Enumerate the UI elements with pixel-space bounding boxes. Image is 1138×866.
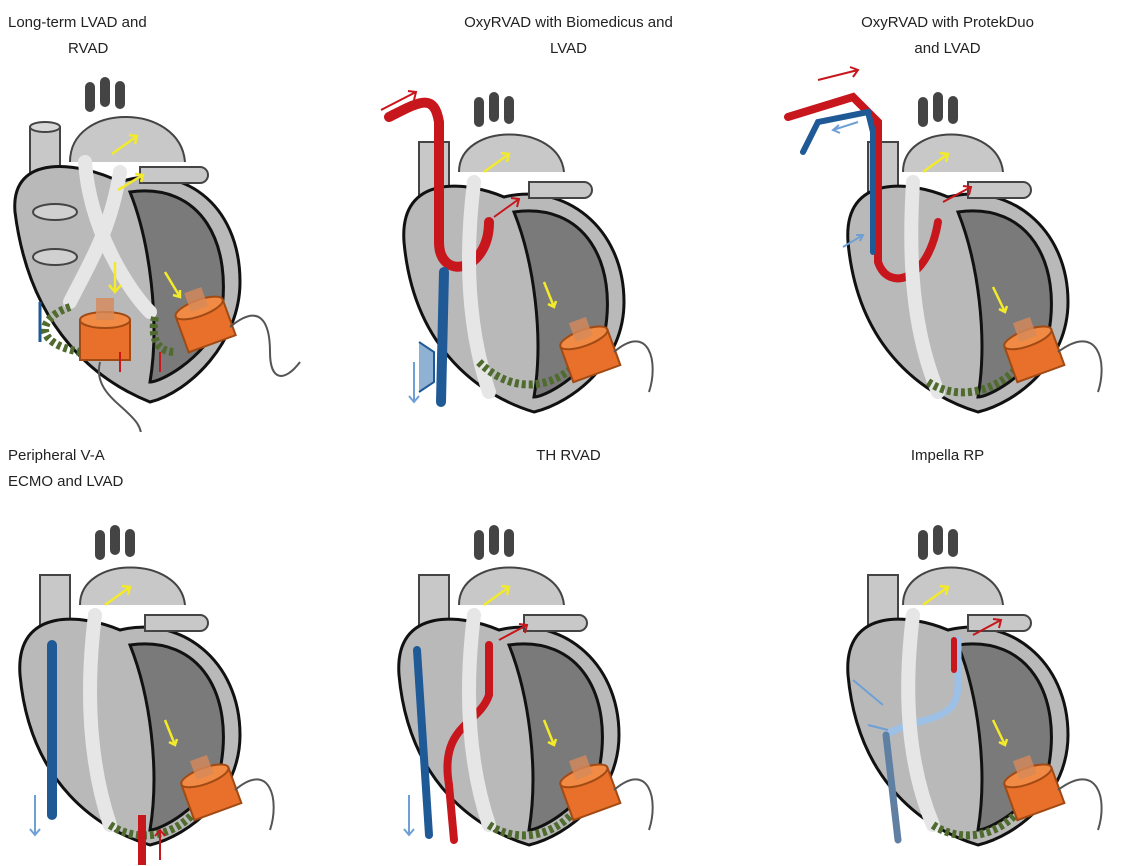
panel-title-line-2: RVAD [8, 36, 379, 62]
panel-oxyrvad-protekduo: OxyRVAD with ProtekDuo and LVAD [758, 0, 1137, 433]
panel-title: OxyRVAD with Biomedicus and LVAD [379, 10, 758, 62]
arch-branches [90, 82, 120, 107]
panel-long-term-lvad-rvad: Long-term LVAD and RVAD [0, 0, 379, 433]
heart-illustration [0, 62, 379, 432]
panel-title-line-1: Impella RP [758, 443, 1137, 469]
panel-oxyrvad-biomedicus: OxyRVAD with Biomedicus and LVAD [379, 0, 758, 433]
panel-title: Impella RP [758, 443, 1137, 469]
panel-title-line-2: LVAD [379, 36, 758, 62]
panel-title: Long-term LVAD and RVAD [0, 10, 379, 62]
panel-title-line-1: Peripheral V-A [8, 443, 379, 469]
heart-illustration [379, 62, 758, 432]
panel-title-line-2: and LVAD [758, 36, 1137, 62]
heart-illustration [758, 62, 1137, 432]
heart-illustration [0, 495, 379, 865]
heart-illustration [379, 495, 758, 865]
aortic-arch [70, 117, 185, 162]
panel-title-line-1: TH RVAD [379, 443, 758, 469]
panel-title: Peripheral V-A ECMO and LVAD [0, 443, 379, 495]
panel-title-line-1: Long-term LVAD and [8, 10, 379, 36]
panel-th-rvad: TH RVAD [379, 433, 758, 866]
panel-title-line-2: ECMO and LVAD [8, 469, 379, 495]
panel-peripheral-va-ecmo: Peripheral V-A ECMO and LVAD [0, 433, 379, 866]
driveline [230, 316, 300, 376]
panel-title: OxyRVAD with ProtekDuo and LVAD [758, 10, 1137, 62]
panel-impella-rp: Impella RP [758, 433, 1137, 866]
pulmonary-artery [140, 167, 208, 183]
panel-title-line-1: OxyRVAD with Biomedicus and [379, 10, 758, 36]
svc-opening [30, 122, 60, 132]
panel-title-line-1: OxyRVAD with ProtekDuo [758, 10, 1137, 36]
panel-title: TH RVAD [379, 443, 758, 469]
heart-illustration [758, 495, 1137, 865]
venous-cannula-blue [441, 272, 444, 402]
